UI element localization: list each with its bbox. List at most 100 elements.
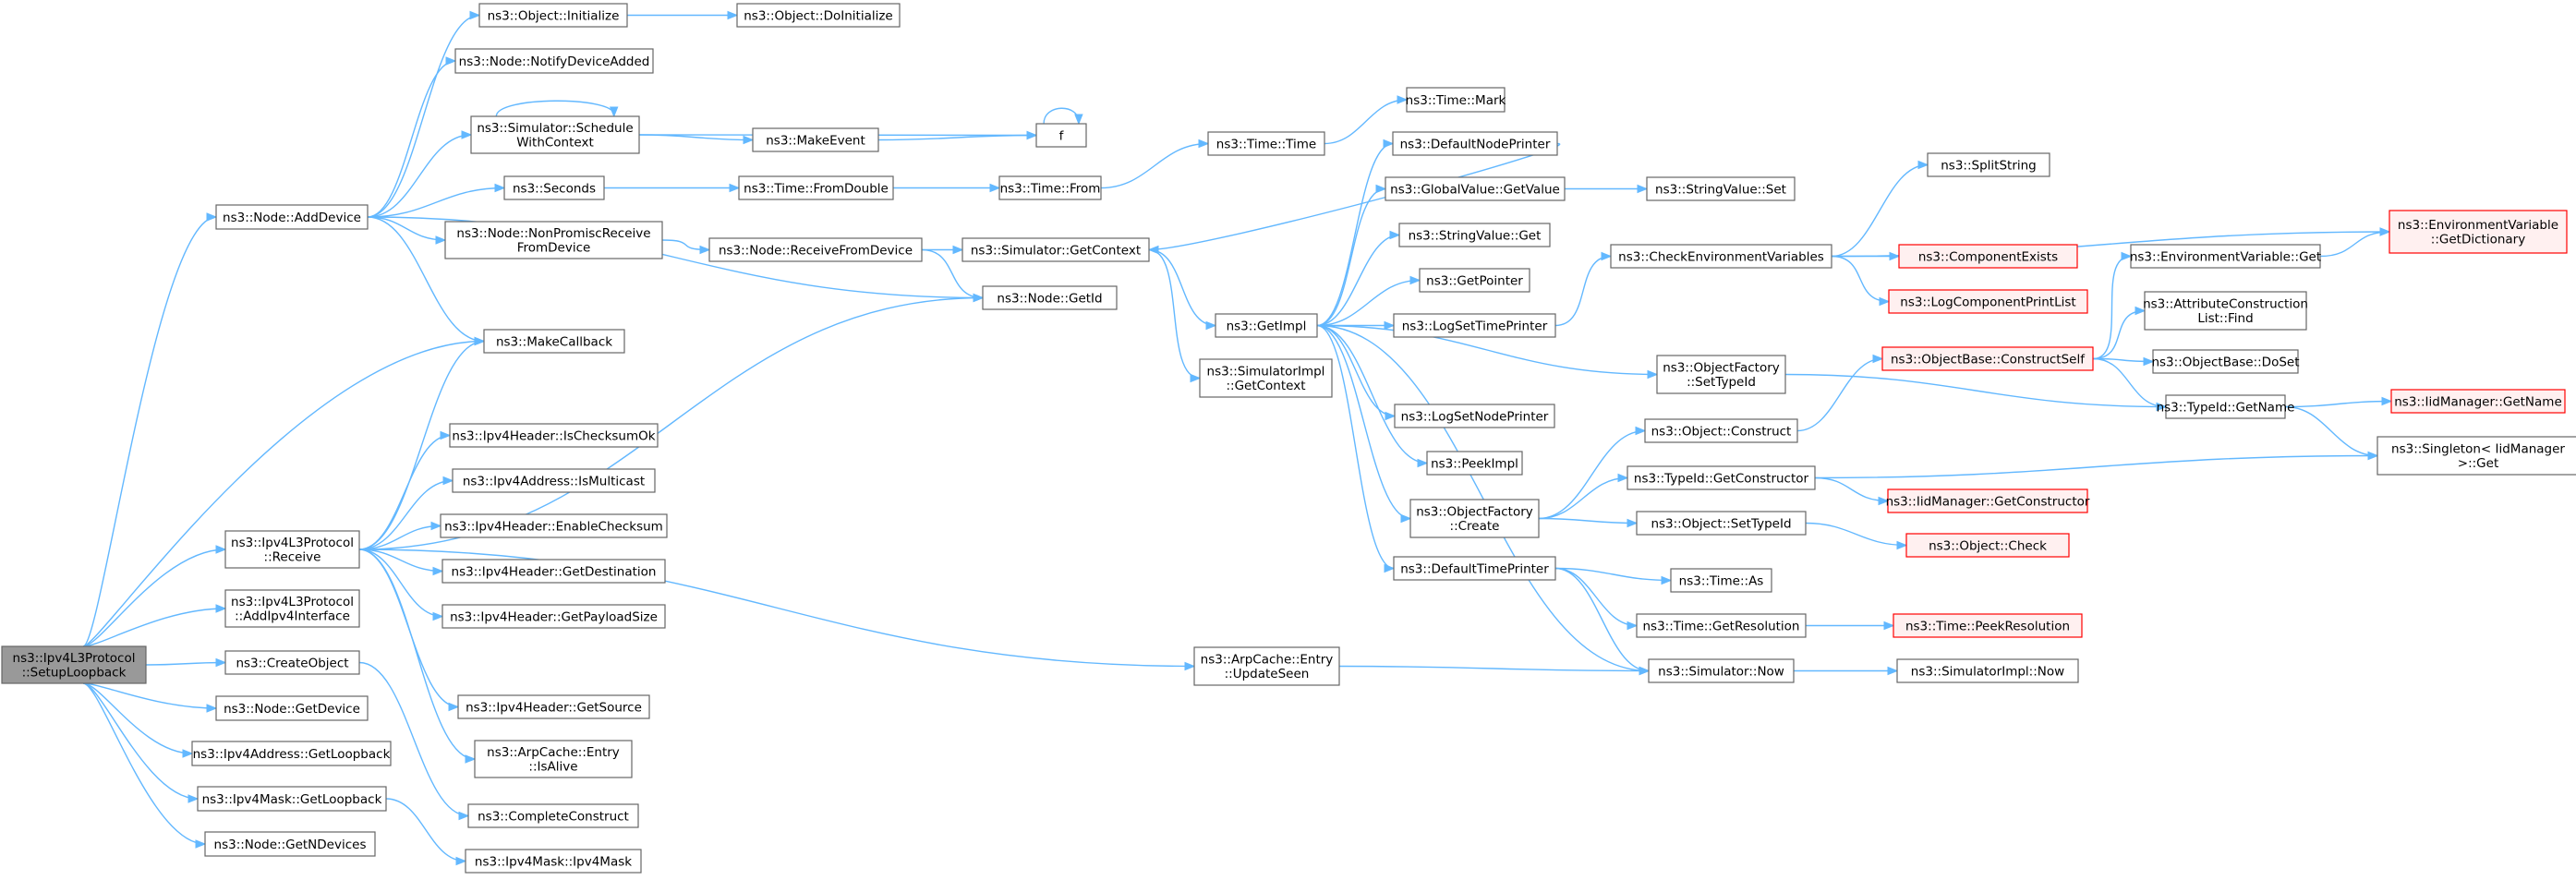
node-timeas[interactable]: ns3::Time::As: [1670, 568, 1772, 593]
node-fromdouble[interactable]: ns3::Time::FromDouble: [738, 175, 894, 200]
node-completeconstruct[interactable]: ns3::CompleteConstruct: [467, 803, 639, 828]
node-defnodeprinter[interactable]: ns3::DefaultNodePrinter: [1392, 131, 1558, 156]
node-box: [736, 3, 901, 28]
edge-f-to-f: [1043, 107, 1083, 126]
node-label: ns3::Singleton< IidManager: [2391, 442, 2565, 457]
node-ipv4maskctor[interactable]: ns3::Ipv4Mask::Ipv4Mask: [465, 849, 642, 874]
node-timetime[interactable]: ns3::Time::Time: [1207, 131, 1325, 156]
node-simimplgetctx[interactable]: ns3::SimulatorImpl::GetContext: [1199, 358, 1333, 398]
node-iidgetname[interactable]: ns3::IidManager::GetName: [2390, 389, 2566, 414]
edge-simgetctx-to-simimplgetctx: [1148, 248, 1202, 383]
edge-typeidgetname-to-iidgetname: [2284, 396, 2393, 408]
node-label: ns3::GetImpl: [1227, 319, 1307, 333]
node-peekimpl[interactable]: ns3::PeekImpl: [1426, 451, 1523, 476]
node-box: [1409, 499, 1540, 538]
node-objcheck[interactable]: ns3::Object::Check: [1905, 533, 2070, 558]
node-enablechecksum[interactable]: ns3::Ipv4Header::EnableChecksum: [440, 513, 668, 538]
edge-receive-to-getpayloadsize: [358, 548, 444, 621]
node-setup[interactable]: ns3::Ipv4L3Protocol::SetupLoopback: [1, 645, 147, 684]
node-notifydev[interactable]: ns3::Node::NotifyDeviceAdded: [454, 48, 654, 74]
node-label: ns3::Ipv4Address::GetLoopback: [193, 747, 391, 762]
node-label: ns3::SimulatorImpl: [1207, 365, 1325, 380]
node-timegetres[interactable]: ns3::Time::GetResolution: [1636, 613, 1807, 638]
node-label: ns3::Time::From: [1000, 181, 1101, 196]
node-getdevice[interactable]: ns3::Node::GetDevice: [215, 695, 369, 721]
node-constructself[interactable]: ns3::ObjectBase::ConstructSelf: [1881, 346, 2094, 371]
node-box: [2152, 349, 2299, 374]
node-timemark[interactable]: ns3::Time::Mark: [1406, 87, 1506, 113]
node-iidgetctor[interactable]: ns3::IidManager::GetConstructor: [1886, 488, 2090, 513]
node-f[interactable]: f: [1035, 123, 1087, 148]
node-objsettypeid[interactable]: ns3::Object::SetTypeId: [1636, 511, 1807, 536]
node-typeidgetname[interactable]: ns3::TypeId::GetName: [2157, 394, 2295, 419]
node-envget[interactable]: ns3::EnvironmentVariable::Get: [2130, 244, 2321, 269]
node-recvfromdev[interactable]: ns3::Node::ReceiveFromDevice: [708, 237, 923, 262]
node-box: [1881, 346, 2094, 371]
node-label: ns3::Ipv4L3Protocol: [231, 536, 354, 550]
node-addrloop[interactable]: ns3::Ipv4Address::GetLoopback: [191, 741, 392, 766]
edge-setup-to-receive: [82, 545, 227, 647]
node-objconstruct[interactable]: ns3::Object::Construct: [1644, 418, 1798, 443]
node-createobject[interactable]: ns3::CreateObject: [224, 650, 360, 675]
node-label: ::UpdateSeen: [1225, 667, 1310, 681]
node-splitstring[interactable]: ns3::SplitString: [1927, 152, 2050, 177]
node-simgetctx[interactable]: ns3::Simulator::GetContext: [961, 237, 1150, 262]
node-makecallback[interactable]: ns3::MakeCallback: [483, 329, 625, 354]
node-simimplnow[interactable]: ns3::SimulatorImpl::Now: [1896, 658, 2079, 683]
node-arpisalive[interactable]: ns3::ArpCache::Entry::IsAlive: [474, 740, 633, 778]
node-getndevices[interactable]: ns3::Node::GetNDevices: [204, 831, 376, 857]
node-lognodeprinter[interactable]: ns3::LogSetNodePrinter: [1394, 404, 1555, 428]
node-envgetdict[interactable]: ns3::EnvironmentVariable::GetDictionary: [2389, 210, 2568, 254]
node-getimpl[interactable]: ns3::GetImpl: [1215, 313, 1318, 338]
node-arpupdateseen[interactable]: ns3::ArpCache::Entry::UpdateSeen: [1193, 646, 1340, 686]
node-logcompprint[interactable]: ns3::LogComponentPrintList: [1888, 289, 2088, 314]
node-objdoinit[interactable]: ns3::Object::DoInitialize: [736, 3, 901, 28]
node-deftimeprinter[interactable]: ns3::DefaultTimePrinter: [1393, 556, 1556, 581]
node-svget[interactable]: ns3::StringValue::Get: [1398, 223, 1551, 247]
node-ismulticast[interactable]: ns3::Ipv4Address::IsMulticast: [452, 468, 656, 493]
node-box: [215, 695, 369, 721]
node-getdestination[interactable]: ns3::Ipv4Header::GetDestination: [441, 559, 666, 584]
node-checkenv[interactable]: ns3::CheckEnvironmentVariables: [1610, 244, 1832, 269]
node-nodegetid[interactable]: ns3::Node::GetId: [982, 285, 1118, 310]
node-box: [470, 115, 640, 154]
node-box: [1385, 176, 1566, 201]
node-svset[interactable]: ns3::StringValue::Set: [1646, 176, 1796, 201]
node-simnow[interactable]: ns3::Simulator::Now: [1648, 658, 1795, 683]
node-objinit[interactable]: ns3::Object::Initialize: [478, 3, 628, 28]
node-adddevice[interactable]: ns3::Node::AddDevice: [215, 204, 369, 230]
node-timepeekres[interactable]: ns3::Time::PeekResolution: [1893, 613, 2083, 638]
node-ischecksumok[interactable]: ns3::Ipv4Header::IsChecksumOk: [449, 423, 659, 448]
node-box: [1394, 404, 1555, 428]
node-getsource[interactable]: ns3::Ipv4Header::GetSource: [457, 694, 650, 719]
node-singletonget[interactable]: ns3::Singleton< IidManager>::Get: [2376, 436, 2576, 476]
node-timefrom[interactable]: ns3::Time::From: [998, 175, 1102, 200]
node-label: ns3::LogSetTimePrinter: [1402, 319, 1548, 333]
edge-arpupdateseen-to-simnow: [1338, 665, 1651, 676]
edge-adddevice-to-seconds: [367, 183, 506, 218]
node-typeidgetctor[interactable]: ns3::TypeId::GetConstructor: [1627, 465, 1816, 490]
node-getpointer[interactable]: ns3::GetPointer: [1419, 268, 1530, 293]
node-objbasedoset[interactable]: ns3::ObjectBase::DoSet: [2151, 349, 2300, 374]
node-compexists[interactable]: ns3::ComponentExists: [1898, 244, 2078, 269]
node-box: [441, 604, 666, 629]
node-addipv4[interactable]: ns3::Ipv4L3Protocol::AddIpv4Interface: [224, 589, 360, 628]
node-maskloop[interactable]: ns3::Ipv4Mask::GetLoopback: [197, 786, 387, 812]
node-receive[interactable]: ns3::Ipv4L3Protocol::Receive: [224, 530, 360, 569]
node-getpayloadsize[interactable]: ns3::Ipv4Header::GetPayloadSize: [441, 604, 666, 629]
node-label: ns3::Node::GetId: [997, 291, 1102, 306]
node-box: [2389, 210, 2568, 254]
node-ofsettypeid[interactable]: ns3::ObjectFactory::SetTypeId: [1656, 355, 1786, 394]
node-makeevent[interactable]: ns3::MakeEvent: [752, 127, 879, 152]
edge-receive-to-arpupdateseen: [358, 548, 1196, 671]
edge-setup-to-addrloop: [82, 682, 194, 758]
node-logsettime[interactable]: ns3::LogSetTimePrinter: [1393, 313, 1556, 338]
node-ofcreate[interactable]: ns3::ObjectFactory::Create: [1409, 499, 1540, 538]
edge-getimpl-to-lognodeprinter: [1316, 324, 1397, 421]
node-box: [1, 645, 147, 684]
node-seconds[interactable]: ns3::Seconds: [503, 175, 605, 200]
node-gvgetvalue[interactable]: ns3::GlobalValue::GetValue: [1385, 176, 1566, 201]
